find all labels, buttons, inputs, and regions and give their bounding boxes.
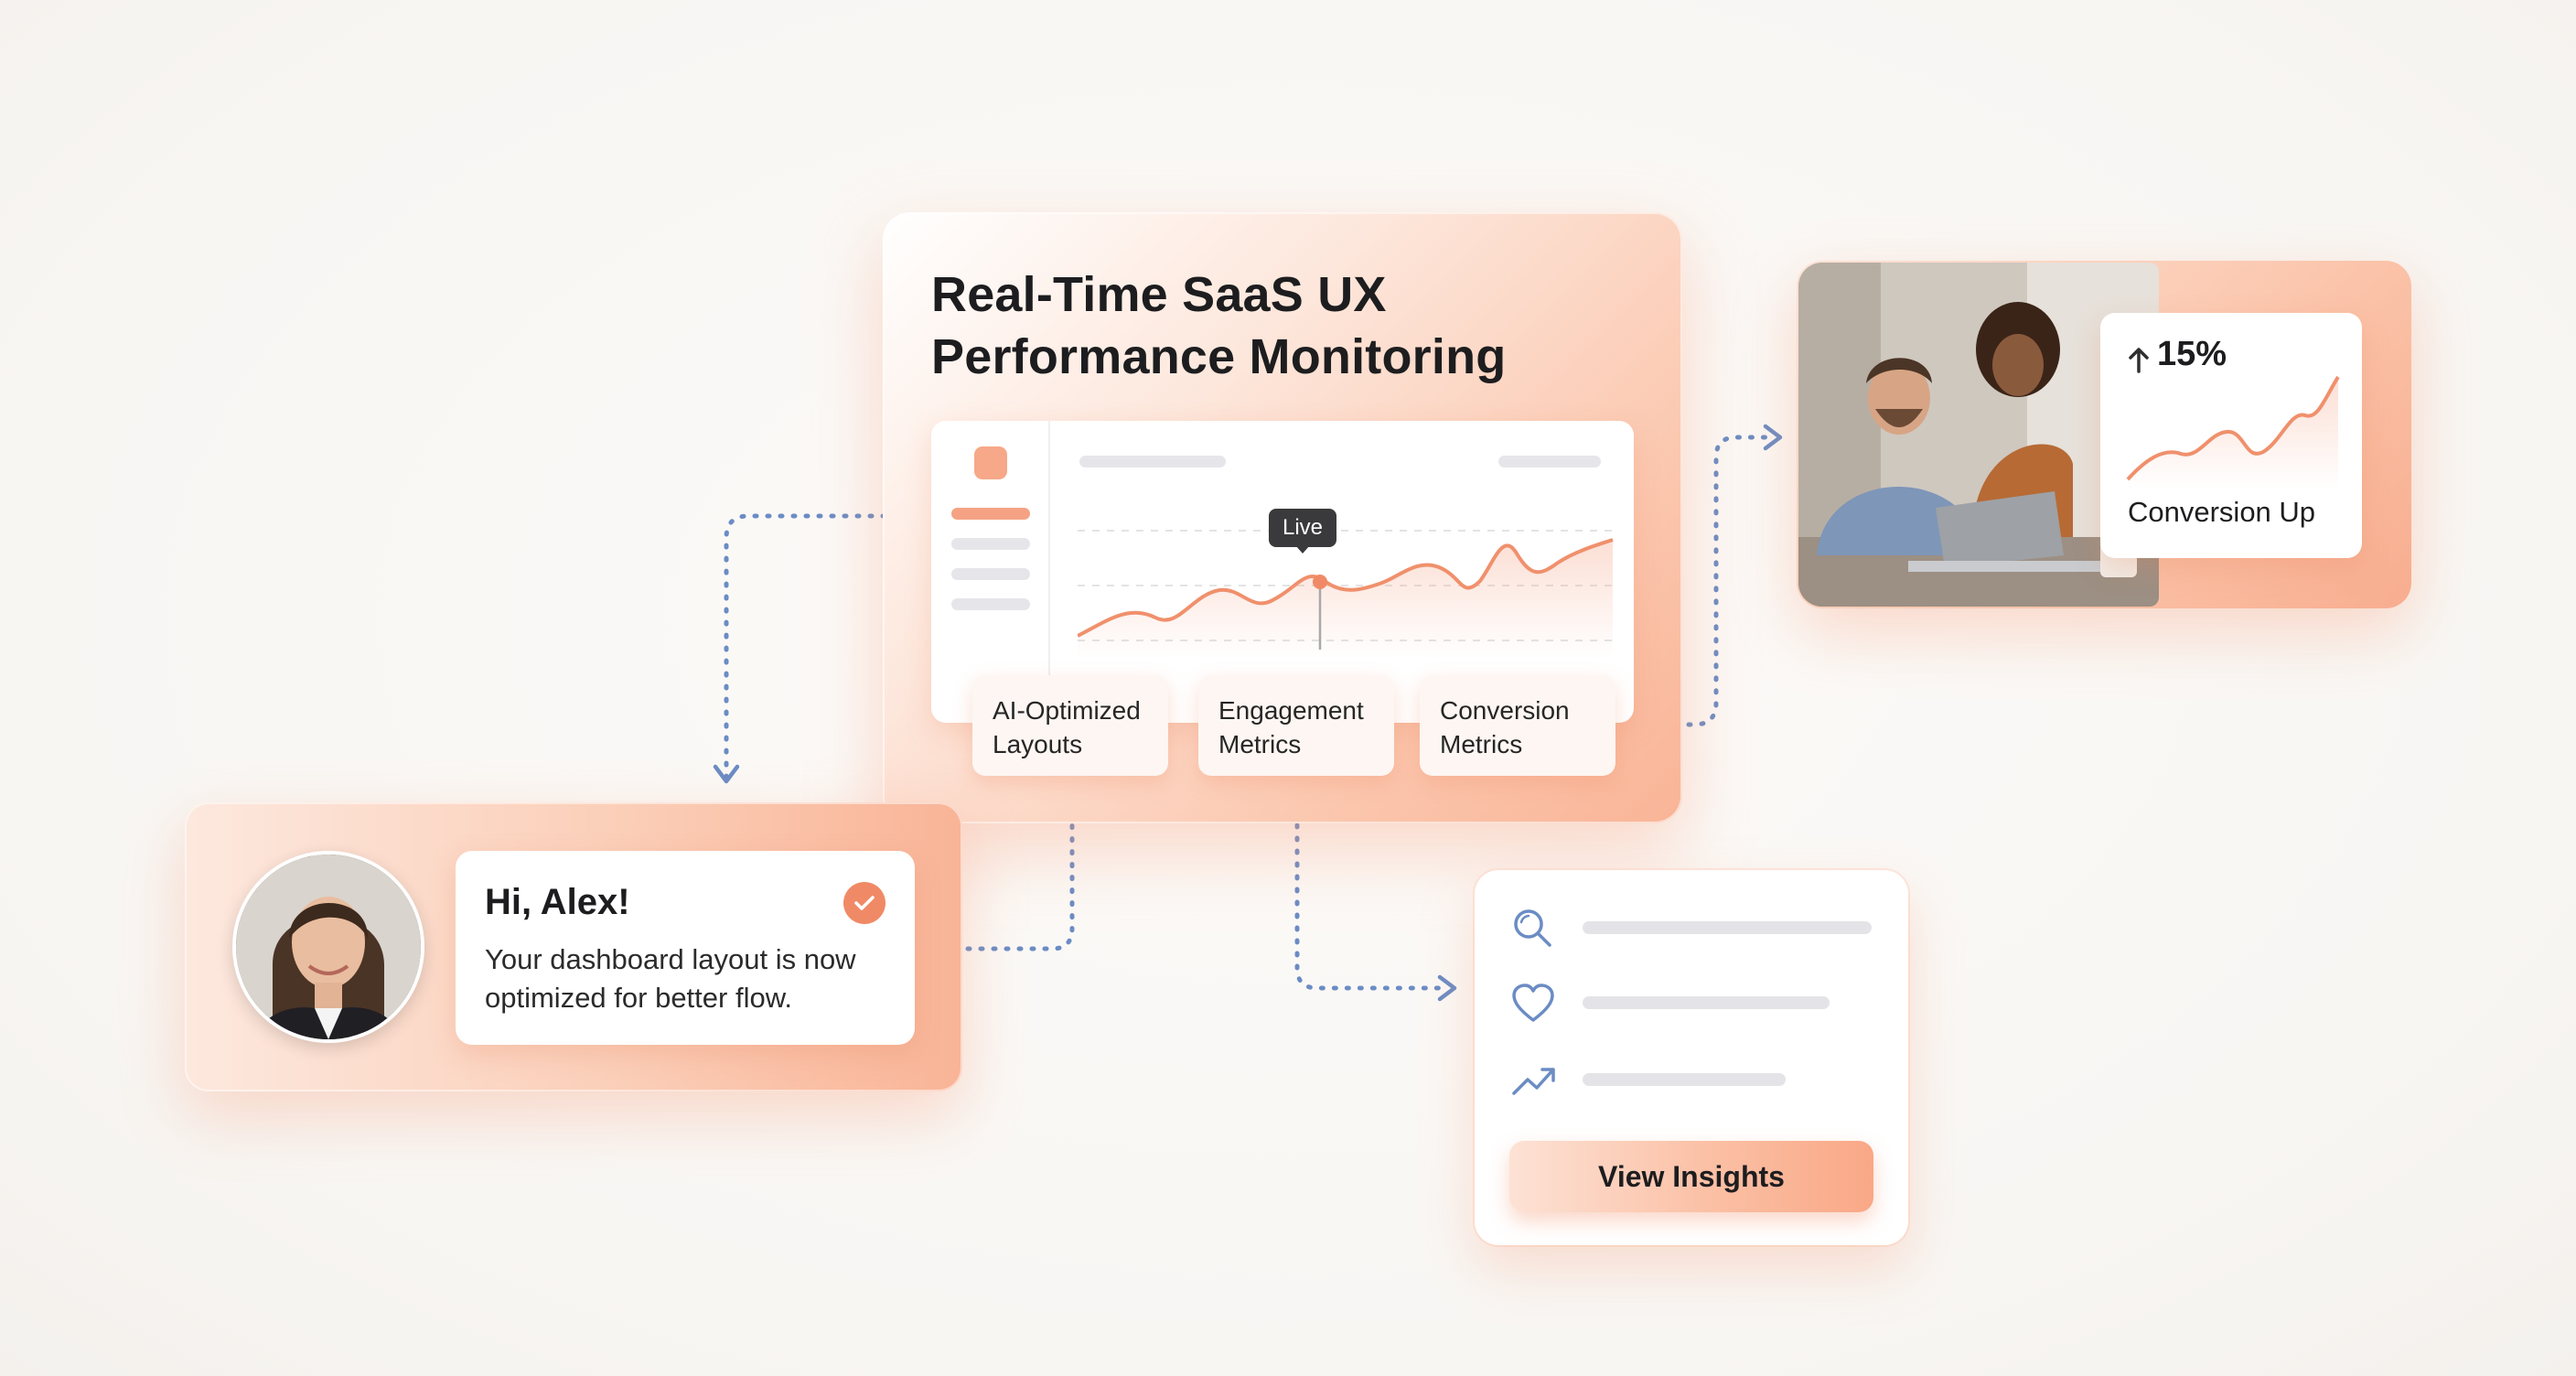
live-line-chart — [1078, 530, 1617, 659]
chart-line — [1078, 538, 1614, 638]
greeting-text: Hi, Alex! — [485, 882, 630, 922]
stat-sparkline — [2126, 375, 2340, 489]
connector-notification-to-chip — [965, 801, 1075, 951]
chart-area — [1078, 540, 1613, 659]
chip-label-line1: Conversion — [1440, 696, 1570, 725]
app-logo-icon — [974, 446, 1007, 479]
notification-message: Hi, Alex! Your dashboard layout is now o… — [456, 851, 915, 1045]
dashboard-preview — [931, 421, 1634, 723]
title-line-2: Performance Monitoring — [931, 329, 1507, 384]
chip-engagement-metrics[interactable]: Engagement Metrics — [1198, 675, 1394, 776]
team-photo-image — [1798, 263, 2159, 607]
view-insights-button[interactable]: View Insights — [1509, 1141, 1873, 1212]
sidebar-item[interactable] — [951, 538, 1030, 550]
chip-label-line1: Engagement — [1218, 696, 1364, 725]
arrowhead-right — [1437, 974, 1457, 1002]
sidebar-item[interactable] — [951, 598, 1030, 610]
arrowhead-right — [1763, 424, 1783, 451]
stat-label: Conversion Up — [2128, 496, 2316, 528]
chip-ai-optimized-layouts[interactable]: AI-Optimized Layouts — [972, 675, 1168, 776]
insight-row-placeholder — [1583, 996, 1830, 1009]
sidebar-item[interactable] — [951, 568, 1030, 580]
title-line-1: Real-Time SaaS UX — [931, 267, 1387, 322]
sidebar-item-active[interactable] — [951, 508, 1030, 520]
chip-label-line2: Metrics — [1440, 730, 1523, 758]
stat-value: 15% — [2157, 335, 2227, 373]
dashboard-header-placeholder — [1498, 456, 1601, 468]
notification-body: Your dashboard layout is now optimized f… — [485, 943, 856, 1014]
avatar — [232, 851, 424, 1043]
heart-icon — [1512, 984, 1554, 1022]
insights-card: View Insights — [1475, 870, 1908, 1245]
chip-label-line2: Metrics — [1218, 730, 1302, 758]
dashboard-header-placeholder — [1079, 456, 1226, 468]
live-marker-point — [1313, 575, 1327, 589]
trending-up-icon — [1512, 1068, 1555, 1095]
check-circle-icon — [843, 882, 886, 924]
arrowhead-down — [713, 764, 740, 784]
page-title: Real-Time SaaS UX Performance Monitoring — [931, 263, 1626, 388]
chip-conversion-metrics[interactable]: Conversion Metrics — [1420, 675, 1615, 776]
chip-label-line1: AI-Optimized — [993, 696, 1141, 725]
dashboard-sidebar — [931, 421, 1050, 723]
search-icon — [1514, 909, 1551, 947]
chip-label-line2: Layouts — [993, 730, 1083, 758]
live-tooltip: Live — [1269, 509, 1336, 547]
stat-card: 15% Conversion Up — [2100, 313, 2362, 558]
up-arrow-icon — [2129, 348, 2149, 373]
insight-row-placeholder — [1583, 1073, 1786, 1086]
user-portrait-image — [236, 855, 421, 1039]
insight-row-placeholder — [1583, 921, 1872, 934]
tooltip-pointer — [1295, 545, 1310, 554]
